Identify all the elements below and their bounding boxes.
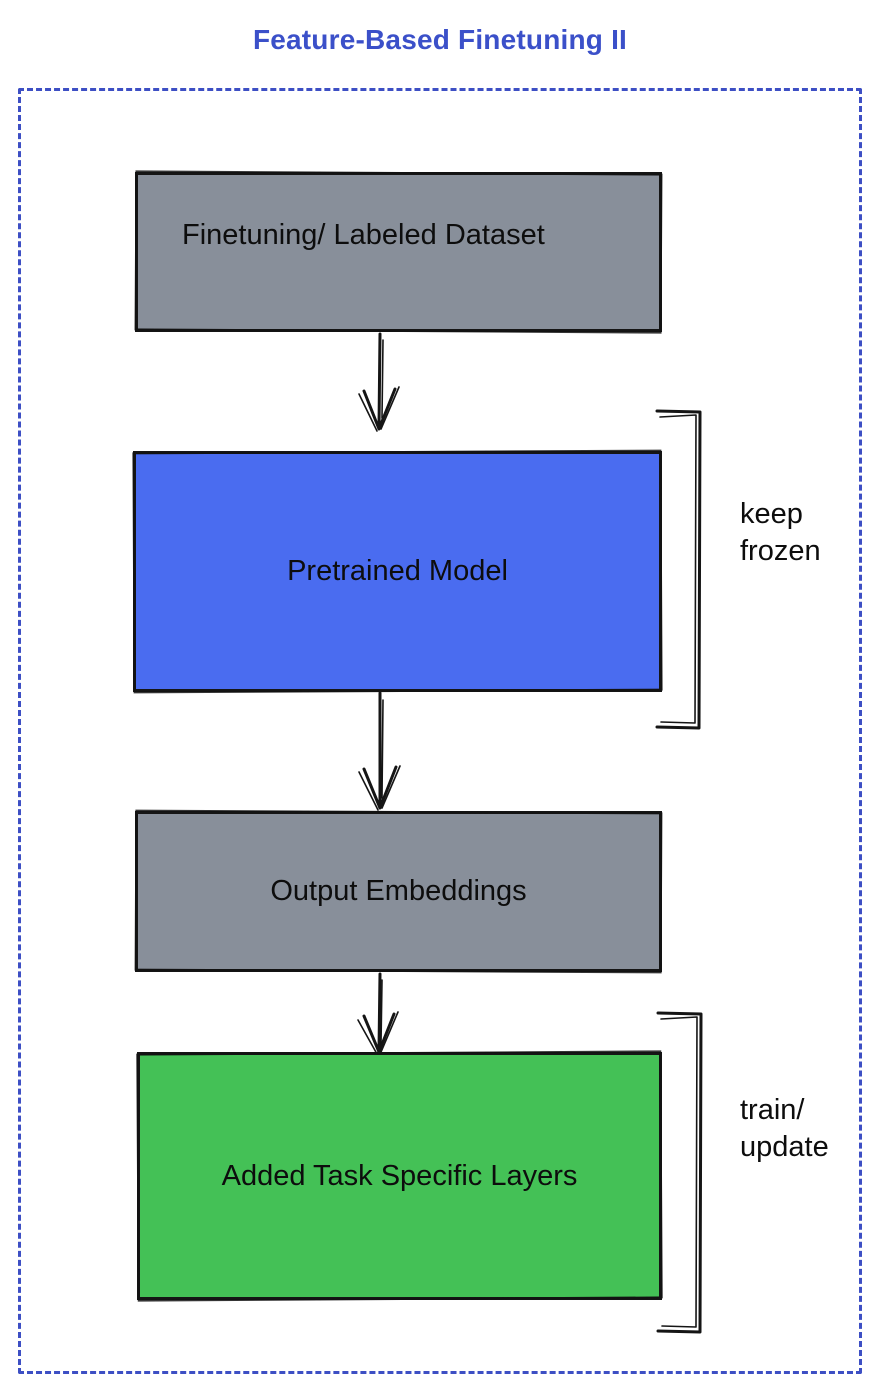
node-output-embeddings: Output Embeddings <box>135 811 662 972</box>
annotation-train-update-line1: train/ <box>740 1094 805 1126</box>
annotation-train-update-line2: update <box>740 1131 829 1163</box>
node-output-embeddings-label: Output Embeddings <box>270 875 527 907</box>
diagram-title: Feature-Based Finetuning II <box>252 24 628 55</box>
diagram-frame <box>18 88 862 1374</box>
annotation-train-update: train/ update <box>740 1092 829 1166</box>
node-finetuning-labeled-dataset: Finetuning/ Labeled Dataset <box>135 172 662 332</box>
node-added-task-specific-layers-label: Added Task Specific Layers <box>221 1159 578 1192</box>
annotation-keep-frozen-line2: frozen <box>740 535 821 567</box>
node-finetuning-labeled-dataset-label: Finetuning/ Labeled Dataset <box>182 219 545 251</box>
annotation-keep-frozen: keep frozen <box>740 496 821 570</box>
annotation-keep-frozen-line1: keep <box>740 498 803 530</box>
node-pretrained-model: Pretrained Model <box>133 451 662 692</box>
node-pretrained-model-label: Pretrained Model <box>287 555 508 587</box>
node-added-task-specific-layers: Added Task Specific Layers <box>137 1052 662 1300</box>
